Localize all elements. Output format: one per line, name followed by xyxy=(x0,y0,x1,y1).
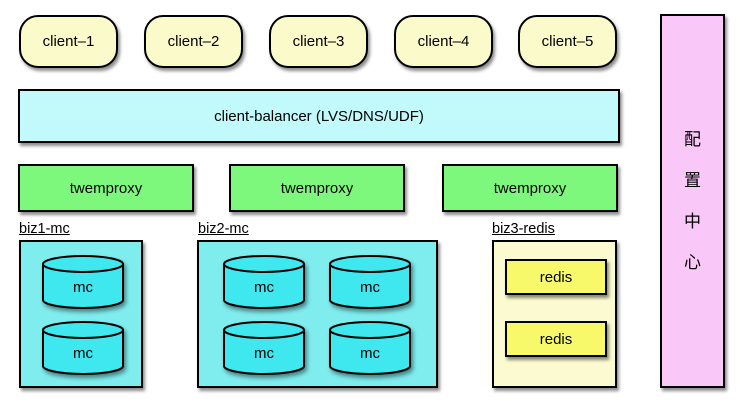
redis-node: redis xyxy=(505,321,607,357)
config-center-char: 置 xyxy=(684,171,701,190)
twemproxy-label: twemproxy xyxy=(493,179,567,197)
mc-label: mc xyxy=(254,345,274,362)
mc-cylinder: mc xyxy=(327,254,413,310)
redis-label: redis xyxy=(539,330,573,348)
twemproxy-label: twemproxy xyxy=(280,179,354,197)
cluster-title-biz1-mc: biz1-mc xyxy=(19,221,70,237)
client-label: client–1 xyxy=(42,33,95,50)
mc-cylinder: mc xyxy=(221,320,307,376)
client-label: client–5 xyxy=(541,33,594,50)
mc-label: mc xyxy=(254,279,274,296)
mc-cylinder: mc xyxy=(221,254,307,310)
twemproxy-node-2: twemproxy xyxy=(229,164,405,212)
client-balancer-node: client-balancer (LVS/DNS/UDF) xyxy=(18,89,620,143)
redis-label: redis xyxy=(539,268,573,286)
redis-node: redis xyxy=(505,259,607,295)
config-center-bar: 配 置 中 心 xyxy=(660,14,725,388)
twemproxy-node-3: twemproxy xyxy=(442,164,618,212)
client-node-5: client–5 xyxy=(518,15,617,68)
mc-label: mc xyxy=(360,279,380,296)
cluster-box-biz1-mc: mc mc xyxy=(19,240,143,388)
client-node-4: client–4 xyxy=(394,15,493,68)
client-label: client–2 xyxy=(167,33,220,50)
client-node-1: client–1 xyxy=(19,15,118,68)
client-balancer-label: client-balancer (LVS/DNS/UDF) xyxy=(214,107,424,125)
mc-cylinder: mc xyxy=(327,320,413,376)
cluster-box-biz3-redis: redis redis xyxy=(492,240,617,388)
mc-cylinder: mc xyxy=(40,320,126,376)
config-center-char: 中 xyxy=(684,212,701,231)
mc-label: mc xyxy=(360,345,380,362)
cluster-box-biz2-mc: mc mc mc mc xyxy=(197,240,438,388)
client-node-2: client–2 xyxy=(144,15,243,68)
cluster-title-biz2-mc: biz2-mc xyxy=(198,221,249,237)
client-label: client–3 xyxy=(292,33,345,50)
mc-label: mc xyxy=(73,345,93,362)
twemproxy-node-1: twemproxy xyxy=(18,164,194,212)
mc-cylinder: mc xyxy=(40,254,126,310)
client-node-3: client–3 xyxy=(269,15,368,68)
mc-label: mc xyxy=(73,279,93,296)
config-center-char: 配 xyxy=(684,130,701,149)
config-center-char: 心 xyxy=(684,253,701,272)
cluster-title-biz3-redis: biz3-redis xyxy=(492,221,555,237)
twemproxy-label: twemproxy xyxy=(69,179,143,197)
client-label: client–4 xyxy=(417,33,470,50)
